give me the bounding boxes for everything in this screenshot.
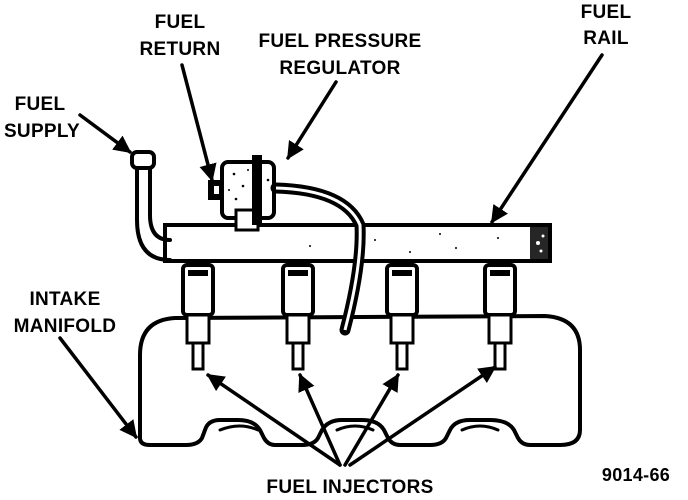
label-fuel-injectors: FUEL INJECTORS (266, 477, 433, 498)
fuel-injector-4 (483, 263, 517, 371)
label-fuel-supply-line1: FUEL (15, 94, 66, 115)
leader-arrows (58, 53, 604, 467)
label-regulator-line2: REGULATOR (279, 58, 400, 79)
arrow-fuel-supply (78, 113, 132, 154)
figure-reference: 9014-66 (602, 465, 670, 485)
label-fuel-rail-line1: FUEL (581, 2, 632, 23)
arrow-injector-2 (298, 373, 342, 467)
label-regulator-line1: FUEL PRESSURE (259, 31, 422, 52)
label-fuel-return-line2: RETURN (140, 39, 221, 60)
fuel-injector-1 (181, 263, 215, 371)
fuel-injector-3 (385, 263, 419, 371)
vacuum-hose-core (275, 186, 362, 331)
fuel-supply-fitting (130, 150, 156, 170)
arrow-fuel-return (180, 63, 217, 182)
arrow-intake-manifold (58, 336, 138, 439)
label-intake-line1: INTAKE (29, 289, 100, 310)
fuel-pressure-regulator (208, 155, 276, 232)
fuel-injector-2 (281, 263, 315, 371)
arrow-fuel-rail (490, 53, 604, 224)
manifold-ports (218, 424, 500, 432)
label-intake-line2: MANIFOLD (14, 316, 117, 337)
arrow-injector-4 (348, 365, 497, 467)
label-fuel-return-line1: FUEL (155, 12, 206, 33)
label-fuel-rail-line2: RAIL (583, 28, 629, 49)
fuel-supply-tube (135, 164, 172, 262)
label-fuel-supply-line2: SUPPLY (4, 121, 80, 142)
arrow-injector-1 (206, 373, 342, 467)
arrow-injector-3 (343, 373, 400, 467)
arrow-regulator (286, 80, 338, 160)
